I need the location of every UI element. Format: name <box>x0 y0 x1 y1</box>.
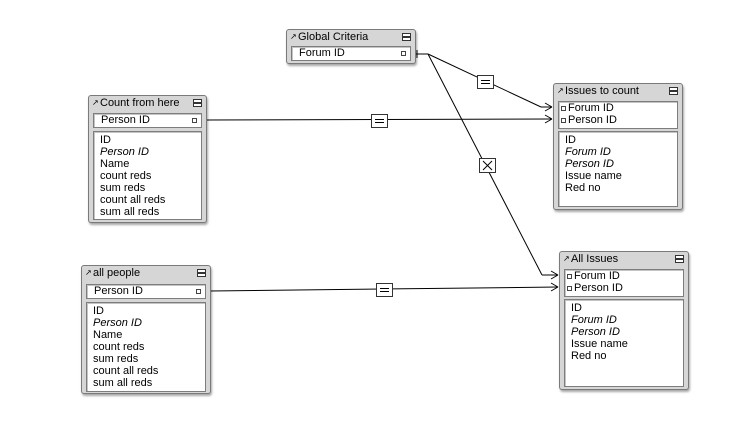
relationship-operator-cartesian[interactable] <box>479 158 496 173</box>
table-title: all people <box>93 267 141 279</box>
table-header[interactable]: ↗ Count from here <box>89 96 206 111</box>
field-item[interactable]: Red no <box>565 182 601 194</box>
field-list: ID Person ID Name count reds sum reds co… <box>93 131 202 220</box>
field-item[interactable]: count reds <box>100 170 152 182</box>
key-fields: Person ID <box>93 113 202 128</box>
field-item[interactable]: Person ID <box>571 326 620 338</box>
key-field-person-id[interactable]: Person ID <box>87 285 205 297</box>
crows-foot-all-issues-person <box>550 282 559 292</box>
table-header[interactable]: ↗ All Issues <box>560 252 688 267</box>
field-item[interactable]: ID <box>100 134 111 146</box>
crows-foot-all-issues-forum <box>550 270 559 280</box>
collapse-icon[interactable] <box>193 99 202 107</box>
field-item[interactable]: Person ID <box>93 317 142 329</box>
field-item[interactable]: sum all reds <box>93 377 153 389</box>
table-all-issues[interactable]: ↗ All Issues Forum ID Person ID ID Forum… <box>559 251 689 390</box>
crows-foot-issues-to-count-forum <box>544 102 553 112</box>
field-item[interactable]: sum reds <box>100 182 146 194</box>
field-item[interactable]: Issue name <box>571 338 628 350</box>
field-item[interactable]: Name <box>100 158 130 170</box>
field-item[interactable]: sum all reds <box>100 206 160 218</box>
field-item[interactable]: Name <box>93 329 123 341</box>
key-field-forum-id[interactable]: Forum ID <box>565 270 683 282</box>
relationship-operator-equal[interactable] <box>477 75 494 89</box>
collapse-icon[interactable] <box>402 33 411 41</box>
field-list: ID Forum ID Person ID Issue name Red no <box>558 131 678 207</box>
collapse-icon[interactable] <box>675 255 684 263</box>
field-item[interactable]: ID <box>565 134 576 146</box>
field-item[interactable]: ID <box>571 302 582 314</box>
key-fields: Person ID <box>86 284 206 299</box>
arrow-icon[interactable]: ↗ <box>85 268 92 277</box>
field-item[interactable]: Issue name <box>565 170 622 182</box>
key-field-person-id[interactable]: Person ID <box>559 114 677 126</box>
field-item[interactable]: Red no <box>571 350 607 362</box>
table-count-from-here[interactable]: ↗ Count from here Person ID ID Person ID… <box>88 95 207 223</box>
field-item[interactable]: count all reds <box>93 365 159 377</box>
key-fields: Forum ID <box>291 46 411 61</box>
arrow-icon[interactable]: ↗ <box>92 98 99 107</box>
arrow-icon[interactable]: ↗ <box>563 254 570 263</box>
table-title: Issues to count <box>565 85 639 97</box>
collapse-icon[interactable] <box>197 269 206 277</box>
relationship-operator-equal[interactable] <box>376 283 393 297</box>
table-issues-to-count[interactable]: ↗ Issues to count Forum ID Person ID ID … <box>553 83 683 210</box>
field-item[interactable]: Person ID <box>565 158 614 170</box>
field-item[interactable]: Forum ID <box>571 314 617 326</box>
key-field-forum-id[interactable]: Forum ID <box>292 47 410 59</box>
arrow-icon[interactable]: ↗ <box>290 32 297 41</box>
field-item[interactable]: count reds <box>93 341 145 353</box>
table-header[interactable]: ↗ Global Criteria <box>287 30 415 45</box>
key-fields: Forum ID Person ID <box>564 269 684 297</box>
table-header[interactable]: ↗ all people <box>82 266 210 281</box>
field-item[interactable]: sum reds <box>93 353 139 365</box>
table-title: Global Criteria <box>298 31 369 43</box>
key-field-forum-id[interactable]: Forum ID <box>559 102 677 114</box>
table-global-criteria[interactable]: ↗ Global Criteria Forum ID <box>286 29 416 64</box>
field-list: ID Forum ID Person ID Issue name Red no <box>564 299 684 387</box>
table-header[interactable]: ↗ Issues to count <box>554 84 682 99</box>
field-item[interactable]: Person ID <box>100 146 149 158</box>
table-title: All Issues <box>571 253 619 265</box>
collapse-icon[interactable] <box>669 87 678 95</box>
key-fields: Forum ID Person ID <box>558 101 678 129</box>
key-field-person-id[interactable]: Person ID <box>94 114 201 126</box>
field-list: ID Person ID Name count reds sum reds co… <box>86 302 206 392</box>
relationship-operator-equal[interactable] <box>371 114 388 128</box>
field-item[interactable]: Forum ID <box>565 146 611 158</box>
table-title: Count from here <box>100 97 180 109</box>
table-all-people[interactable]: ↗ all people Person ID ID Person ID Name… <box>81 265 211 394</box>
field-item[interactable]: ID <box>93 305 104 317</box>
arrow-icon[interactable]: ↗ <box>557 86 564 95</box>
field-item[interactable]: count all reds <box>100 194 166 206</box>
key-field-person-id[interactable]: Person ID <box>565 282 683 294</box>
crows-foot-issues-to-count-person <box>544 114 553 124</box>
